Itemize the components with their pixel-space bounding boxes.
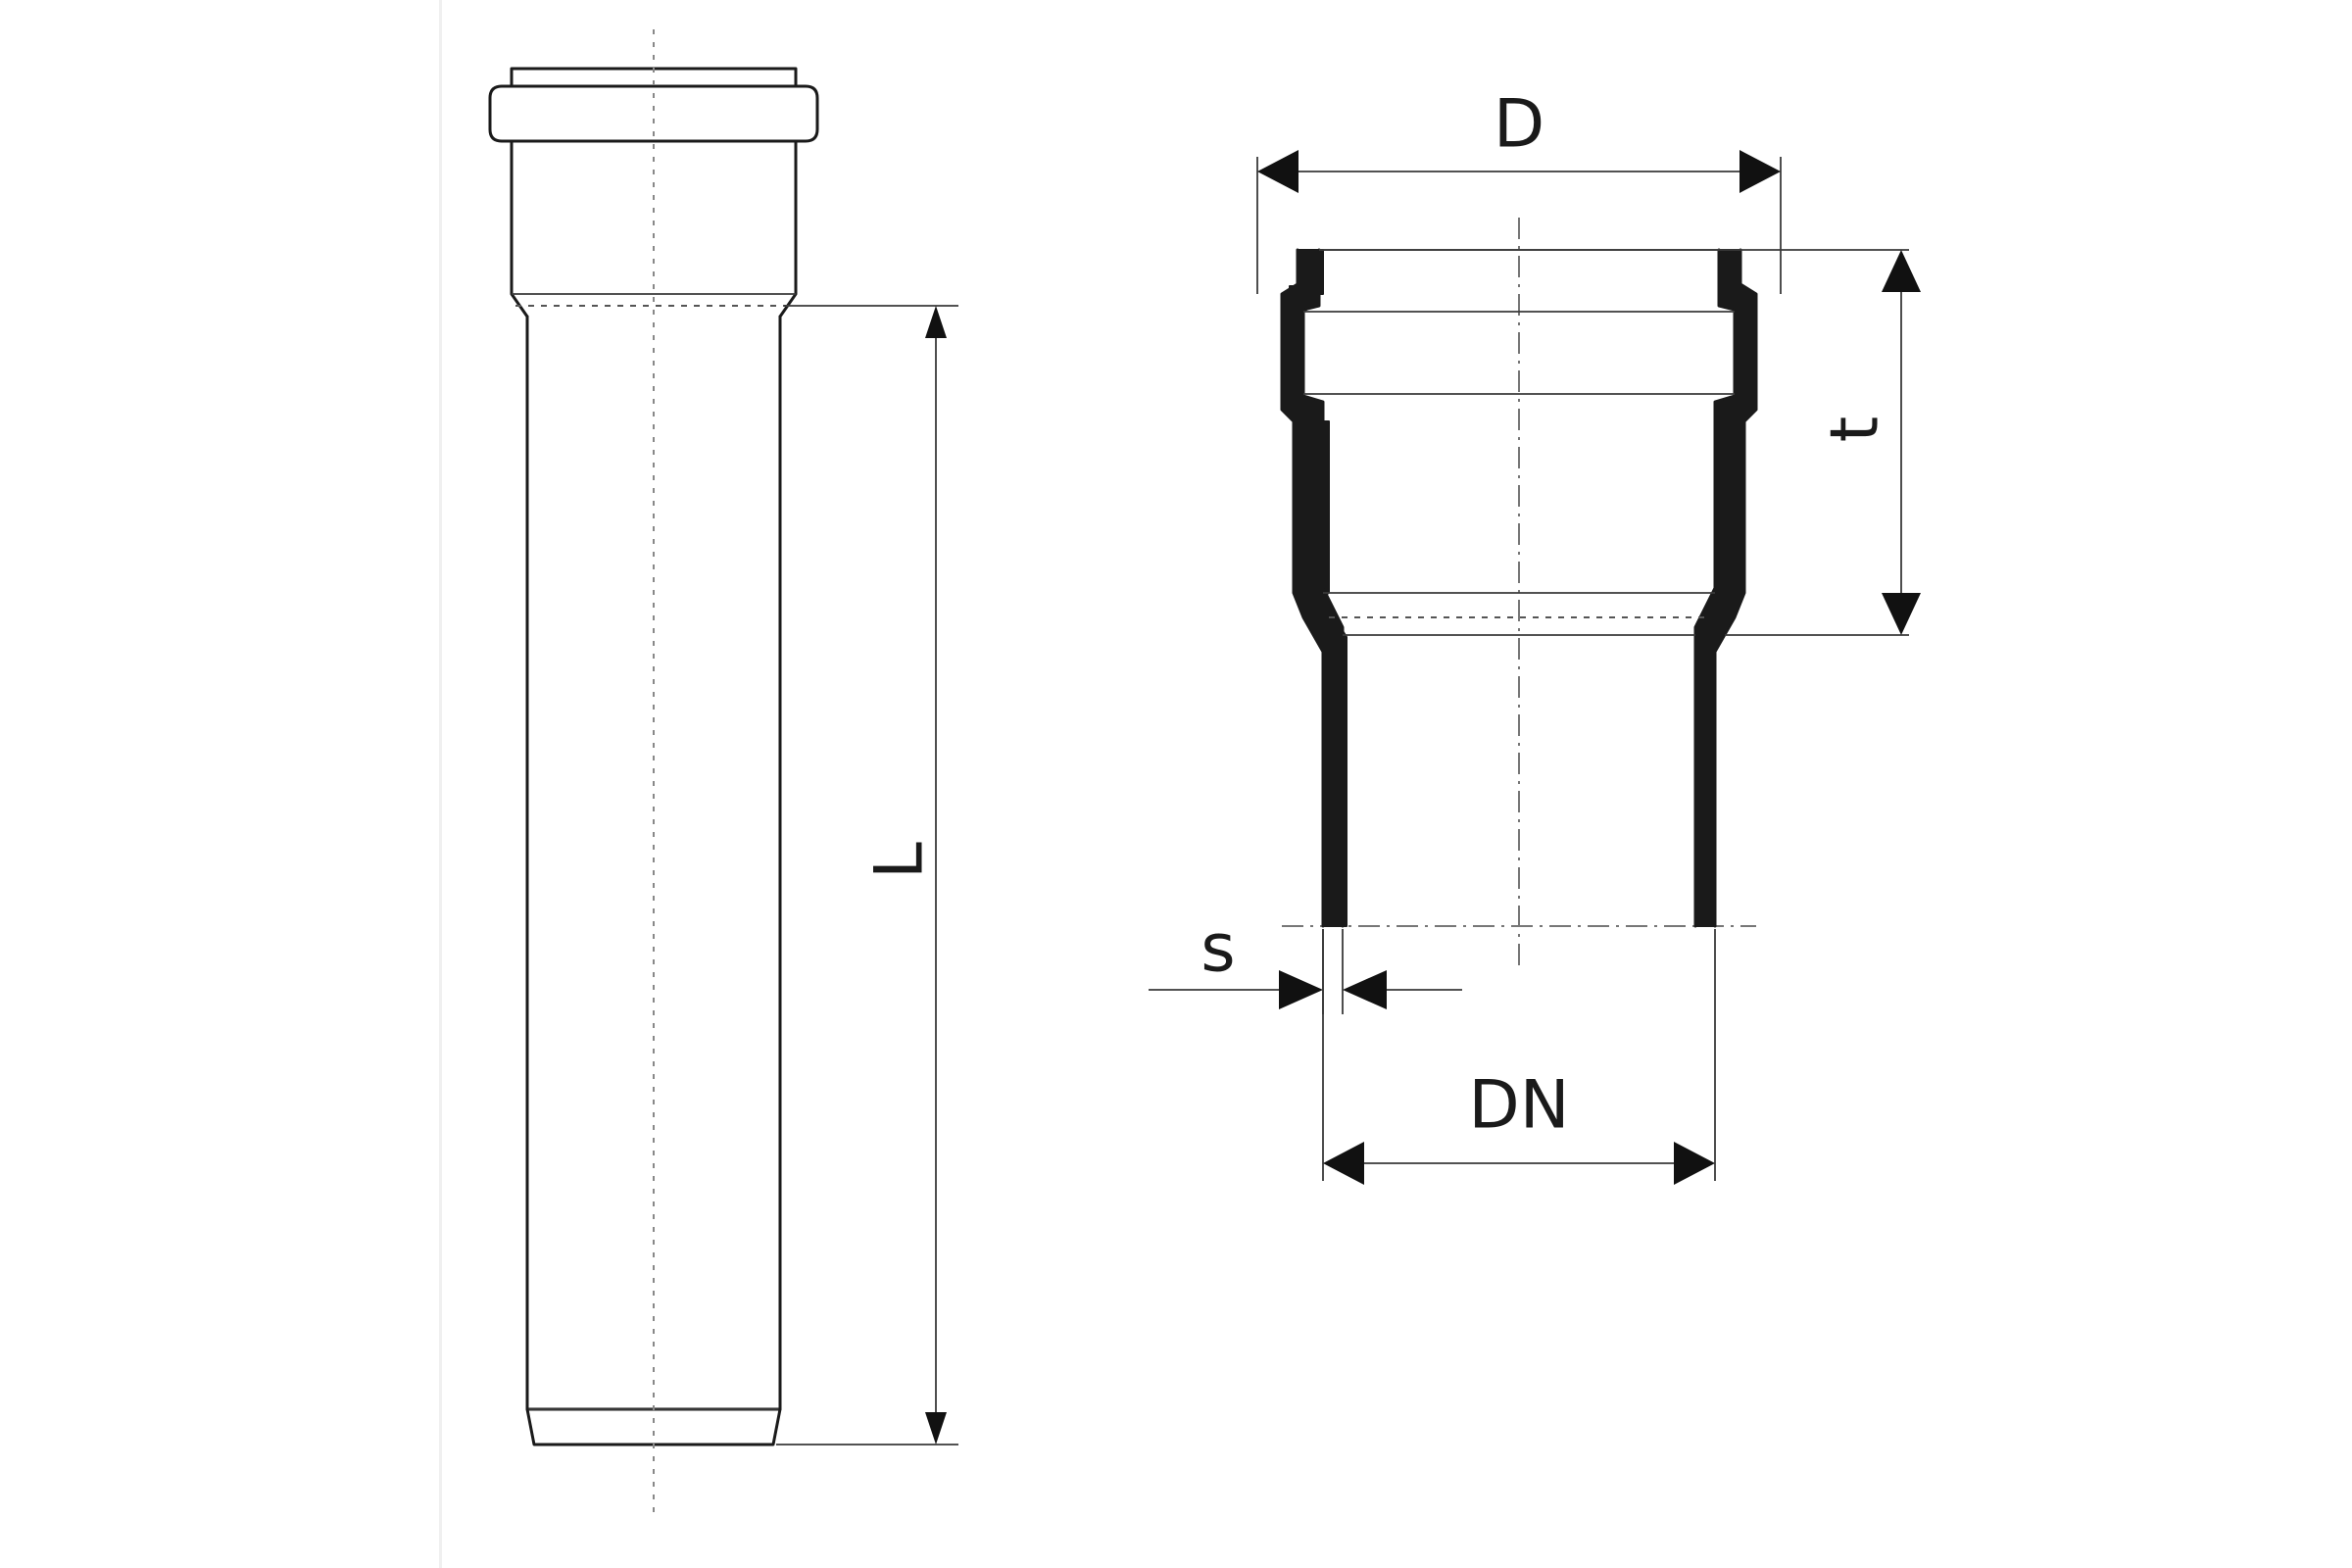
wall-thickness-label: s [1200,910,1235,988]
pipe-body [525,315,782,1411]
canvas-edge-line [439,0,442,1568]
pipe-chamfered-end [525,1407,782,1446]
s-arrow-left [1279,970,1323,1009]
socket-depth-label: t [1817,416,1894,443]
length-arrow-top [925,306,947,338]
socket-left-wall-fill [1281,249,1344,927]
nominal-diameter-label: DN [1468,1067,1569,1145]
length-label: L [861,842,939,879]
t-arrow-top [1882,250,1921,292]
socket-section-view: D t s DN [1149,86,1921,1185]
dn-arrow-right [1674,1142,1715,1185]
outer-diameter-label: D [1494,86,1544,164]
pipe-side-view: L [488,29,958,1519]
socket-body [510,139,798,318]
socket-collar [488,84,819,143]
d-arrow-right [1740,150,1781,193]
length-arrow-bottom [925,1412,947,1445]
s-arrow-right [1343,970,1387,1009]
dn-arrow-left [1323,1142,1364,1185]
socket-right-wall-fill [1694,249,1757,927]
d-arrow-left [1257,150,1298,193]
t-arrow-bottom [1882,593,1921,635]
